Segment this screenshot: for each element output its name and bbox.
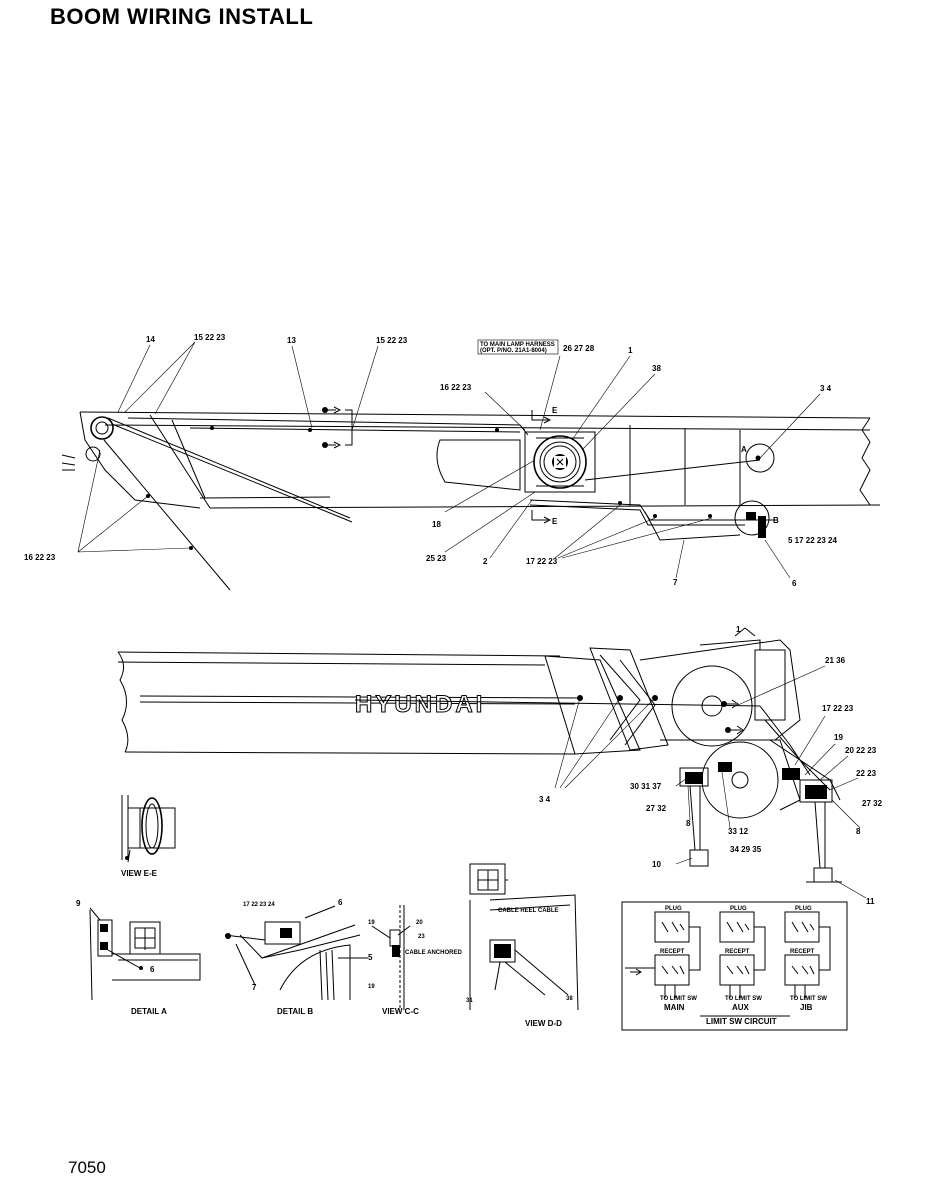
callout-1: 1 <box>628 346 633 355</box>
detail-a <box>89 907 201 1001</box>
callout-14: 14 <box>146 335 155 344</box>
callout-26: 26 27 28 <box>563 344 595 353</box>
caption-view-c-c: VIEW C-C <box>382 1007 419 1016</box>
hyundai-lettering: HYUNDAI <box>355 691 485 718</box>
top-leaders <box>77 339 821 579</box>
callout-3-4: 3 4 <box>820 384 832 393</box>
callout-20: 20 22 23 <box>845 746 877 755</box>
callout-16a: 16 22 23 <box>440 383 472 392</box>
to-limit-main: TO LIMIT SW <box>660 996 697 1002</box>
callout-25-23: 25 23 <box>426 554 447 563</box>
view-d-31: 31 <box>466 998 473 1004</box>
caption-view-e-e: VIEW E-E <box>121 869 158 878</box>
callout-mid-17: 17 22 23 <box>822 704 854 713</box>
callout-5-list: 5 17 22 23 24 <box>788 536 837 545</box>
callout-19: 19 <box>834 733 843 742</box>
mid-leaders <box>554 665 867 899</box>
callout-27-32-right: 27 32 <box>862 799 883 808</box>
connector-15 <box>322 406 353 449</box>
detail-a-6: 6 <box>150 965 155 974</box>
callout-6: 6 <box>792 579 797 588</box>
callout-21-36: 21 36 <box>825 656 846 665</box>
callout-34-29-35: 34 29 35 <box>730 845 762 854</box>
caption-detail-b: DETAIL B <box>277 1007 313 1016</box>
recept-label-jib: RECEPT <box>790 949 815 955</box>
callout-17: 17 22 23 <box>526 557 558 566</box>
callout-18: 18 <box>432 520 441 529</box>
callout-27-32-left: 27 32 <box>646 804 667 813</box>
detail-b-6: 6 <box>338 898 343 907</box>
callout-E-bottom: E <box>552 517 558 526</box>
recept-label-aux: RECEPT <box>725 949 750 955</box>
callout-16b: 16 22 23 <box>24 553 56 562</box>
callout-15b: 15 22 23 <box>376 336 408 345</box>
callout-10: 10 <box>652 860 661 869</box>
harness-note-1: TO MAIN LAMP HARNESS <box>480 342 555 348</box>
plug-label-main: PLUG <box>665 906 682 912</box>
view-d-note: CABLE REEL CABLE <box>498 908 559 914</box>
view-c-20: 20 <box>416 920 423 926</box>
view-c-c <box>371 905 411 1010</box>
circuit-aux: AUX <box>732 1003 750 1012</box>
callout-38: 38 <box>652 364 661 373</box>
recept-label-main: RECEPT <box>660 949 685 955</box>
view-c-21: 19 <box>368 984 375 990</box>
view-d-38: 38 <box>566 996 573 1002</box>
plug-label-aux: PLUG <box>730 906 747 912</box>
callout-22-23: 22 23 <box>856 769 877 778</box>
cable-reel <box>524 431 596 493</box>
callout-mid-1: 1 <box>736 625 741 634</box>
callout-2: 2 <box>483 557 488 566</box>
callout-30-31-37: 30 31 37 <box>630 782 662 791</box>
harness-note-2: (OPT. P/NO. 21A1-8004) <box>480 348 547 354</box>
limit-switch-circuit <box>621 901 848 1031</box>
callout-8-right: 8 <box>856 827 861 836</box>
callout-33-12: 33 12 <box>728 827 749 836</box>
callout-11: 11 <box>866 897 875 906</box>
view-d-d <box>469 863 579 1011</box>
detail-a-9: 9 <box>76 899 81 908</box>
callout-B: B <box>773 516 779 525</box>
view-c-note: CABLE ANCHORED <box>405 950 462 956</box>
callout-E-top: E <box>552 406 558 415</box>
caption-limit-circuit: LIMIT SW CIRCUIT <box>706 1017 777 1026</box>
caption-detail-a: DETAIL A <box>131 1007 167 1016</box>
detail-b-7: 7 <box>252 983 257 992</box>
view-c-19: 19 <box>368 920 375 926</box>
callout-13: 13 <box>287 336 296 345</box>
view-c-23: 23 <box>418 934 425 940</box>
boom-top-view <box>61 406 881 591</box>
callout-8-left: 8 <box>686 819 691 828</box>
detail-b <box>224 905 368 1001</box>
detail-b-5: 5 <box>368 953 373 962</box>
circuit-main: MAIN <box>664 1003 685 1012</box>
to-limit-jib: TO LIMIT SW <box>790 996 827 1002</box>
callout-7: 7 <box>673 578 678 587</box>
page-number: 7050 <box>68 1158 106 1177</box>
boom-side-view: HYUNDAI <box>117 627 842 883</box>
circuit-jib: JIB <box>800 1003 813 1012</box>
callout-15a: 15 22 23 <box>194 333 226 342</box>
caption-view-d-d: VIEW D-D <box>525 1019 562 1028</box>
detail-b-list: 17 22 23 24 <box>243 902 275 908</box>
plug-label-jib: PLUG <box>795 906 812 912</box>
view-e-e <box>121 795 176 863</box>
to-limit-aux: TO LIMIT SW <box>725 996 762 1002</box>
page-title: BOOM WIRING INSTALL <box>50 4 314 29</box>
callout-A: A <box>741 445 747 454</box>
callout-mid-3-4: 3 4 <box>539 795 551 804</box>
